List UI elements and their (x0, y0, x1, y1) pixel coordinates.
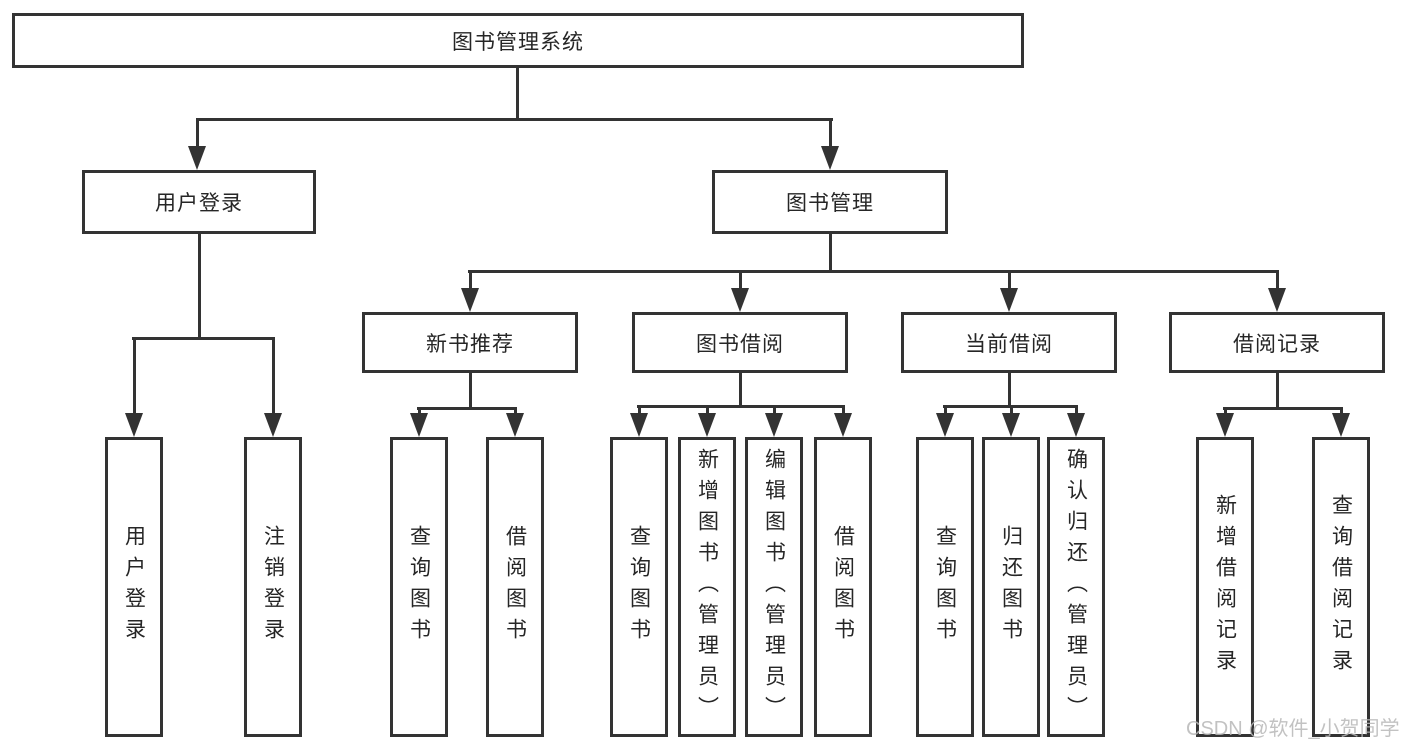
node-book-borrow-label: 图书借阅 (696, 332, 784, 356)
node-root-label: 图书管理系统 (452, 30, 584, 54)
leaf-edit-book-admin: 编辑图书（管理员） (745, 437, 803, 737)
connector-line (1223, 407, 1343, 410)
node-current-borrow: 当前借阅 (901, 312, 1117, 373)
connector-line (198, 232, 201, 339)
connector-line (739, 372, 742, 407)
arrow-down-icon (1216, 413, 1234, 437)
arrow-down-icon (461, 288, 479, 312)
connector-line (133, 337, 136, 417)
leaf-add-book-admin-label: 新增图书（管理员） (695, 447, 719, 727)
arrow-down-icon (630, 413, 648, 437)
arrow-down-icon (188, 146, 206, 170)
node-user-login: 用户登录 (82, 170, 316, 234)
node-root: 图书管理系统 (12, 13, 1024, 68)
connector-line (469, 372, 472, 409)
connector-line (516, 66, 519, 120)
node-current-borrow-label: 当前借阅 (965, 332, 1053, 356)
connector-line (468, 270, 1279, 273)
leaf-query-books-1: 查询图书 (390, 437, 448, 737)
leaf-query-books-3: 查询图书 (916, 437, 974, 737)
leaf-confirm-return-admin-label: 确认归还（管理员） (1064, 447, 1088, 727)
connector-line (829, 232, 832, 272)
connector-line (196, 118, 833, 121)
arrow-down-icon (821, 146, 839, 170)
arrow-down-icon (125, 413, 143, 437)
connector-line (739, 270, 742, 294)
connector-line (1276, 372, 1279, 409)
leaf-query-borrow-record-label: 查询借阅记录 (1329, 494, 1353, 680)
node-new-book-recommend-label: 新书推荐 (426, 332, 514, 356)
leaf-user-login-label: 用户登录 (122, 525, 146, 649)
arrow-down-icon (834, 413, 852, 437)
node-book-borrow: 图书借阅 (632, 312, 848, 373)
node-book-management: 图书管理 (712, 170, 948, 234)
leaf-logout: 注销登录 (244, 437, 302, 737)
leaf-logout-label: 注销登录 (261, 525, 285, 649)
connector-line (637, 405, 845, 408)
node-new-book-recommend: 新书推荐 (362, 312, 578, 373)
arrow-down-icon (731, 288, 749, 312)
arrow-down-icon (1268, 288, 1286, 312)
connector-line (1008, 270, 1011, 294)
arrow-down-icon (936, 413, 954, 437)
connector-line (829, 118, 832, 150)
connector-line (272, 337, 275, 417)
arrow-down-icon (506, 413, 524, 437)
node-borrow-records: 借阅记录 (1169, 312, 1385, 373)
leaf-return-book: 归还图书 (982, 437, 1040, 737)
arrow-down-icon (264, 413, 282, 437)
leaf-add-borrow-record: 新增借阅记录 (1196, 437, 1254, 737)
watermark: CSDN @软件_小贺同学 (1186, 718, 1400, 740)
leaf-user-login: 用户登录 (105, 437, 163, 737)
connector-line (417, 407, 517, 410)
arrow-down-icon (1067, 413, 1085, 437)
node-borrow-records-label: 借阅记录 (1233, 332, 1321, 356)
leaf-query-borrow-record: 查询借阅记录 (1312, 437, 1370, 737)
leaf-edit-book-admin-label: 编辑图书（管理员） (762, 447, 786, 727)
leaf-return-book-label: 归还图书 (999, 525, 1023, 649)
arrow-down-icon (1002, 413, 1020, 437)
leaf-borrow-books-1-label: 借阅图书 (503, 525, 527, 649)
node-book-management-label: 图书管理 (786, 192, 874, 215)
leaf-borrow-books-1: 借阅图书 (486, 437, 544, 737)
node-user-login-label: 用户登录 (155, 192, 243, 215)
connector-line (132, 337, 275, 340)
leaf-add-borrow-record-label: 新增借阅记录 (1213, 494, 1237, 680)
leaf-add-book-admin: 新增图书（管理员） (678, 437, 736, 737)
leaf-query-books-1-label: 查询图书 (407, 525, 431, 649)
leaf-borrow-books-2-label: 借阅图书 (831, 525, 855, 649)
arrow-down-icon (1332, 413, 1350, 437)
connector-line (196, 118, 199, 150)
connector-line (1276, 270, 1279, 294)
leaf-query-books-2: 查询图书 (610, 437, 668, 737)
leaf-borrow-books-2: 借阅图书 (814, 437, 872, 737)
connector-line (1008, 372, 1011, 407)
leaf-query-books-3-label: 查询图书 (933, 525, 957, 649)
arrow-down-icon (765, 413, 783, 437)
arrow-down-icon (698, 413, 716, 437)
leaf-confirm-return-admin: 确认归还（管理员） (1047, 437, 1105, 737)
arrow-down-icon (1000, 288, 1018, 312)
arrow-down-icon (410, 413, 428, 437)
leaf-query-books-2-label: 查询图书 (627, 525, 651, 649)
connector-line (469, 270, 472, 294)
